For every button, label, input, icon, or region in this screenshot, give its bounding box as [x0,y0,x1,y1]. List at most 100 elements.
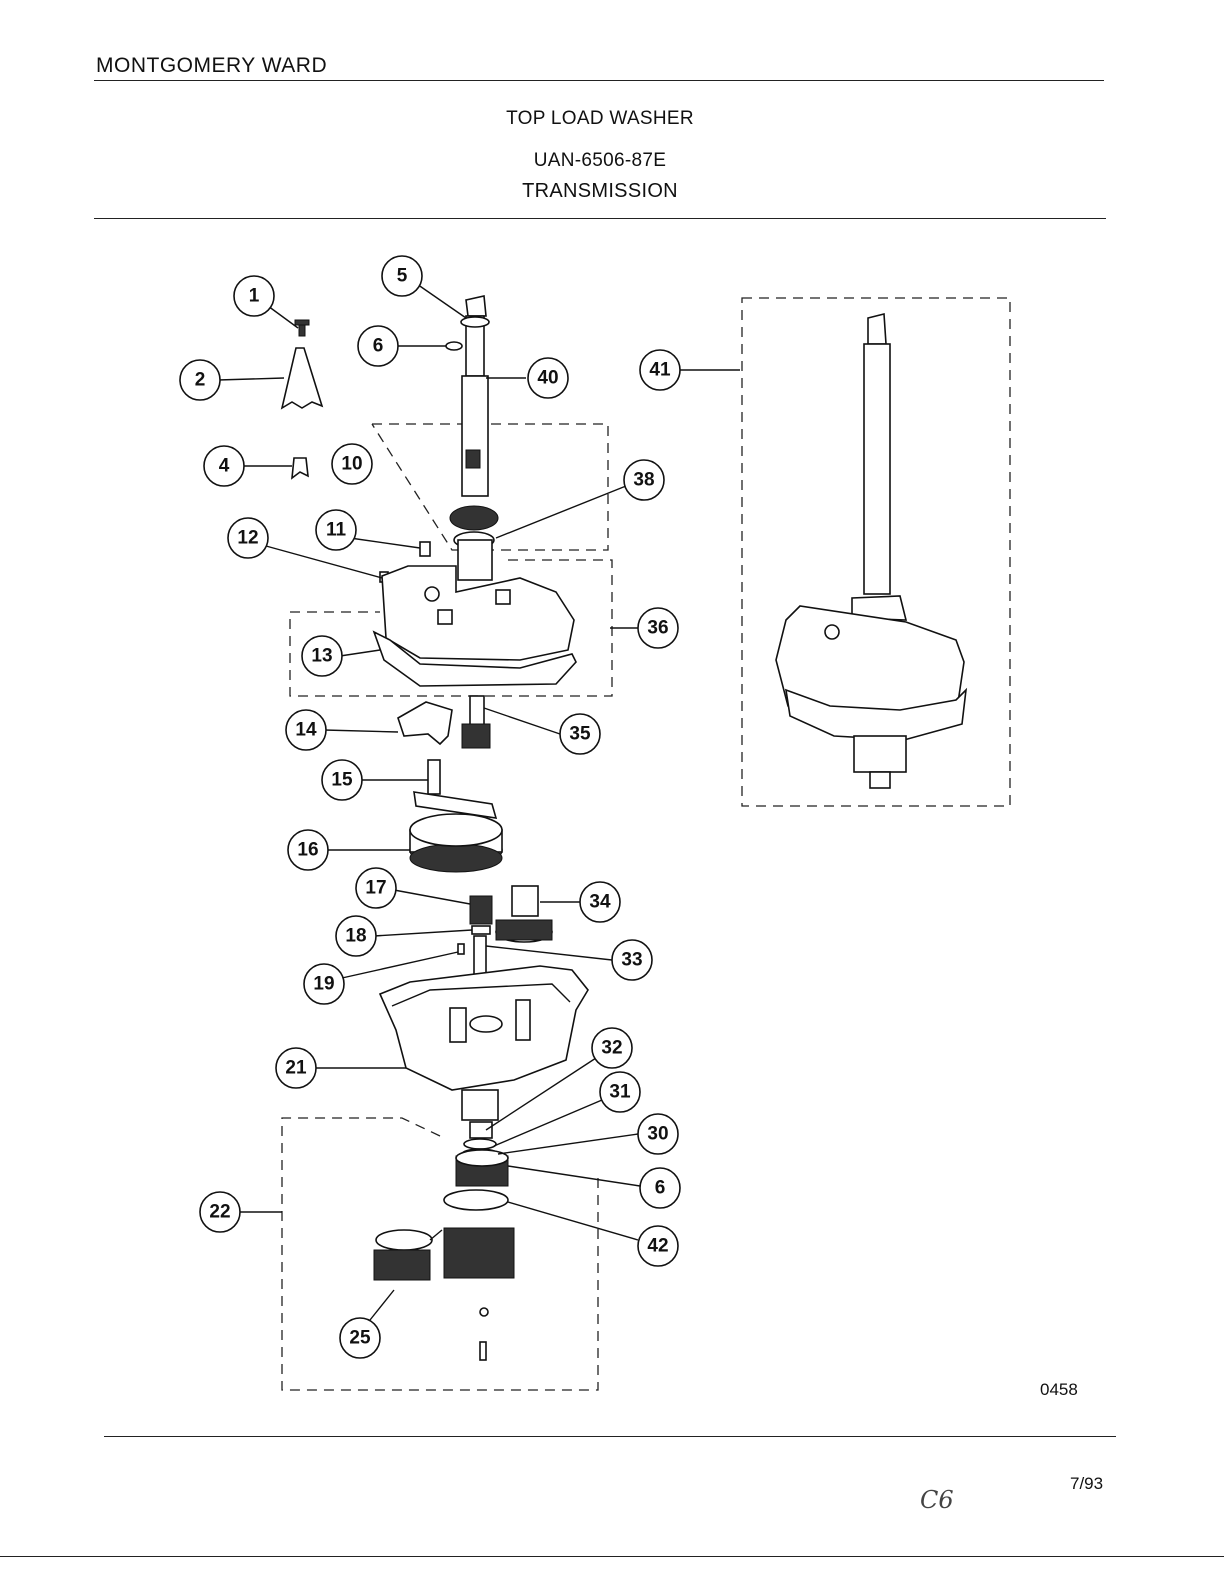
callout-6-bottom: 6 [639,1167,681,1209]
svg-text:18: 18 [345,926,366,947]
part-32-bearing [469,1121,493,1139]
callout-33: 33 [611,939,653,981]
callout-36: 36 [637,607,679,649]
section-title: TRANSMISSION [522,180,678,202]
part-38-pinion-gear [449,505,499,581]
callout-22: 22 [199,1191,241,1233]
callout-1: 1 [233,275,275,317]
part-1-screw [294,319,310,337]
svg-text:1: 1 [249,286,260,307]
svg-text:13: 13 [311,646,332,667]
svg-text:10: 10 [341,454,362,475]
svg-text:31: 31 [609,1082,631,1103]
part-16-main-gear [409,813,503,873]
callout-34: 34 [579,881,621,923]
brand-name: MONTGOMERY WARD [96,54,328,77]
svg-text:6: 6 [373,336,384,357]
part-2-agitator-cap [280,347,324,410]
callout-31: 31 [599,1071,641,1113]
callout-4: 4 [203,445,245,487]
callout-19: 19 [303,963,345,1005]
svg-text:34: 34 [589,892,611,913]
svg-text:36: 36 [647,618,668,639]
svg-text:41: 41 [649,360,671,381]
svg-text:25: 25 [349,1328,371,1349]
callout-42: 42 [637,1225,679,1267]
part-31-seal [463,1138,497,1150]
svg-text:4: 4 [219,456,230,477]
diagram-code: 0458 [1040,1380,1078,1399]
callout-30: 30 [637,1113,679,1155]
svg-text:14: 14 [295,720,317,741]
svg-text:12: 12 [237,528,258,549]
callout-17: 17 [355,867,397,909]
part-42-seal [443,1189,509,1211]
part-11-pin [419,541,431,557]
svg-text:19: 19 [313,974,334,995]
part-19-key [457,943,465,955]
svg-text:40: 40 [537,368,558,389]
part-15-crank [413,759,498,819]
callout-35: 35 [559,713,601,755]
svg-text:42: 42 [647,1236,668,1257]
callout-14: 14 [285,709,327,751]
callout-12: 12 [227,517,269,559]
part-21-gear-case [378,965,589,1121]
footer-rule [104,1436,1116,1437]
group-box-22 [281,1117,599,1391]
group-box-10 [371,423,609,551]
callout-2: 2 [179,359,221,401]
callout-38: 38 [623,459,665,501]
part-18-washer [471,925,491,935]
part-40-agitator-shaft [460,295,490,497]
part-17-pinion [469,895,493,925]
svg-text:32: 32 [601,1038,622,1059]
svg-text:33: 33 [621,950,642,971]
revision-date: 7/93 [1070,1474,1104,1493]
page-bottom-rule [0,1556,1224,1557]
group-box-36 [289,559,613,697]
svg-text:38: 38 [633,470,654,491]
callout-10: 10 [331,443,373,485]
part-35-pinion [461,695,491,749]
callout-41: 41 [639,349,681,391]
callout-16: 16 [287,829,329,871]
callout-18: 18 [335,915,377,957]
callout-32: 32 [591,1027,633,1069]
header-rule-bottom [94,218,1106,219]
callout-6-top: 6 [357,325,399,367]
callout-25: 25 [339,1317,381,1359]
callout-21: 21 [275,1047,317,1089]
handwritten-note: C6 [920,1486,954,1514]
header-rule-top [94,80,1104,81]
svg-text:2: 2 [195,370,206,391]
callout-15: 15 [321,759,363,801]
svg-text:16: 16 [297,840,318,861]
part-washer-small [479,1307,489,1317]
callout-5: 5 [381,255,423,297]
svg-text:5: 5 [397,266,408,287]
svg-text:35: 35 [569,724,591,745]
part-34-idler-gear [495,885,553,943]
part-14-shifter [397,701,453,746]
svg-text:15: 15 [331,770,353,791]
group-box-41 [741,297,1011,807]
svg-text:17: 17 [365,878,386,899]
part-clutch-pulley [443,1227,515,1279]
product-title: TOP LOAD WASHER [506,108,694,129]
part-bottom-screw [479,1341,487,1361]
leader-lines [217,281,740,1321]
part-snap-ring [375,1229,433,1251]
callout-40: 40 [527,357,569,399]
svg-text:6: 6 [655,1178,666,1199]
part-4-clip [291,457,309,480]
svg-text:11: 11 [326,520,347,541]
svg-text:30: 30 [647,1124,668,1145]
part-36-transmission-cover [372,565,577,687]
callout-13: 13 [301,635,343,677]
part-6-o-ring [445,341,463,351]
model-number: UAN-6506-87E [533,150,667,171]
part-25-gear [373,1249,431,1281]
callout-11: 11 [315,509,357,551]
